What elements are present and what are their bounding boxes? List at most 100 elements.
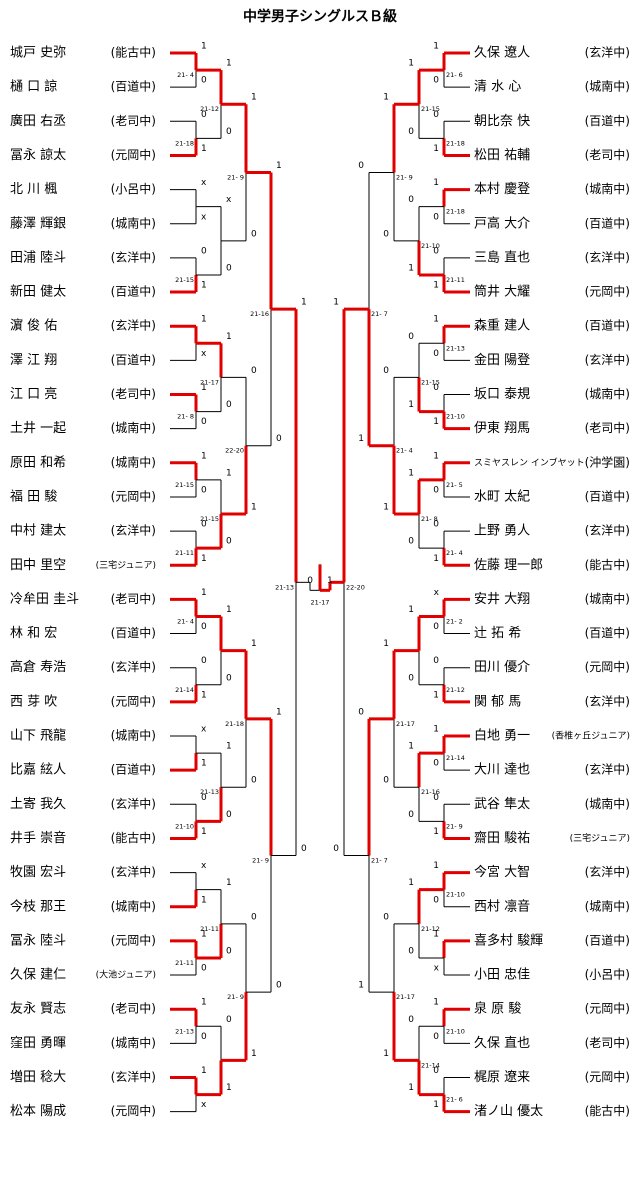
match-score: 21-15 [200, 515, 219, 523]
player-team-right: (百道中) [585, 932, 630, 947]
result-mark: 1 [433, 690, 439, 700]
result-mark: 1 [226, 878, 232, 888]
player-name-right: 戸高 大介 [474, 215, 530, 231]
result-mark: 1 [251, 1049, 257, 1059]
result-mark: 1 [251, 639, 257, 649]
player-team-right: (沖学園) [585, 454, 630, 469]
player-team-right: (百道中) [585, 215, 630, 230]
match-score: 21-13 [175, 1027, 194, 1035]
result-mark: 1 [433, 861, 439, 871]
result-mark: 0 [333, 844, 339, 854]
player-team-left: (城南中) [111, 728, 156, 743]
player-team-left: (玄洋中) [111, 1069, 156, 1084]
result-mark: 0 [433, 110, 439, 120]
result-mark: 0 [201, 110, 207, 120]
player-team-right: (元岡中) [585, 1001, 630, 1016]
match-score: 21-11 [446, 276, 465, 284]
match-score: 21- 9 [446, 822, 463, 830]
result-mark: 0 [408, 673, 414, 683]
match-score: 21-15 [175, 481, 194, 489]
result-mark: x [434, 964, 440, 974]
result-mark: 0 [408, 1015, 414, 1025]
match-score: 21-10 [446, 1027, 465, 1035]
result-mark: 1 [201, 588, 207, 598]
match-score: 21- 8 [177, 413, 194, 421]
player-team-right: (能古中) [585, 1103, 630, 1118]
player-team-left: (玄洋中) [111, 523, 156, 538]
result-mark: 0 [433, 520, 439, 530]
result-mark: 0 [433, 622, 439, 632]
player-name-left: 増田 稔大 [10, 1070, 66, 1085]
player-name-right: 清 水 心 [474, 80, 521, 95]
result-mark: 1 [201, 1066, 207, 1076]
player-name-left: 田浦 陸斗 [10, 249, 66, 265]
player-name-left: 北 川 楓 [10, 182, 57, 197]
player-name-left: 久保 建仁 [10, 968, 66, 983]
result-mark: 1 [408, 400, 414, 410]
result-mark: 1 [383, 639, 389, 649]
player-team-left: (百道中) [111, 625, 156, 640]
result-mark: 1 [226, 332, 232, 342]
result-mark: 0 [251, 229, 257, 239]
player-team-right: (城南中) [585, 898, 630, 913]
player-name-left: 高倉 寿浩 [10, 659, 66, 675]
result-mark: 0 [301, 844, 307, 854]
result-mark: 0 [201, 76, 207, 86]
result-mark: 0 [433, 1032, 439, 1042]
player-team-left: (城南中) [111, 454, 156, 469]
result-mark: 1 [433, 929, 439, 939]
result-mark: 0 [358, 707, 364, 717]
player-name-right: 金田 陽登 [474, 352, 530, 368]
result-mark: 1 [301, 298, 307, 308]
player-team-right: (玄洋中) [585, 45, 630, 60]
player-team-right: (元岡中) [585, 284, 630, 299]
match-score: 21-10 [446, 413, 465, 421]
match-score: 21-17 [396, 720, 415, 728]
player-team-left: (百道中) [111, 79, 156, 94]
result-mark: 1 [201, 895, 207, 905]
result-mark: 0 [201, 485, 207, 495]
player-team-left: (城南中) [111, 215, 156, 230]
player-team-right: (城南中) [585, 79, 630, 94]
result-mark: 1 [383, 93, 389, 103]
result-mark: x [201, 861, 207, 871]
result-mark: 1 [251, 93, 257, 103]
player-name-left: 松本 陽成 [10, 1104, 66, 1119]
player-name-left: 土井 一起 [10, 421, 66, 436]
player-name-right: 松田 祐輔 [474, 148, 530, 163]
match-score: 21-11 [175, 549, 194, 557]
match-score: 21- 4 [396, 447, 413, 455]
player-name-left: 山下 飛龍 [10, 728, 66, 744]
player-name-left: 原田 和希 [10, 455, 66, 470]
result-mark: 0 [358, 161, 364, 171]
result-mark: 1 [408, 742, 414, 752]
player-team-right: (百道中) [585, 113, 630, 128]
final-mark: 0 [307, 576, 313, 586]
match-score: 21-10 [421, 242, 440, 250]
match-score: 21-18 [446, 208, 465, 216]
player-team-right: (城南中) [585, 796, 630, 811]
result-mark: 0 [201, 964, 207, 974]
result-mark: 1 [433, 998, 439, 1008]
player-name-left: 田中 里空 [10, 558, 66, 573]
result-mark: 0 [433, 656, 439, 666]
player-name-right: 三島 直也 [474, 250, 530, 265]
player-team-left: (元岡中) [111, 488, 156, 503]
result-mark: 1 [201, 998, 207, 1008]
result-mark: x [226, 195, 232, 205]
result-mark: 0 [433, 759, 439, 769]
player-name-left: 樋 口 諒 [10, 79, 57, 95]
player-team-right: (玄洋中) [585, 762, 630, 777]
player-name-left: 冨永 陸斗 [10, 932, 66, 948]
result-mark: 1 [201, 451, 207, 461]
player-team-left: (元岡中) [111, 1103, 156, 1118]
match-score: 21-17 [396, 993, 415, 1001]
result-mark: 1 [383, 503, 389, 513]
result-mark: 1 [383, 1049, 389, 1059]
player-team-left: (小呂中) [111, 181, 156, 196]
player-team-left: (老司中) [111, 113, 156, 128]
player-team-right: (三宅ジュニア) [570, 832, 630, 844]
player-team-left: (玄洋中) [111, 318, 156, 333]
result-mark: 0 [226, 400, 232, 410]
page-title: 中学男子シングルスＢ級 [243, 9, 397, 25]
